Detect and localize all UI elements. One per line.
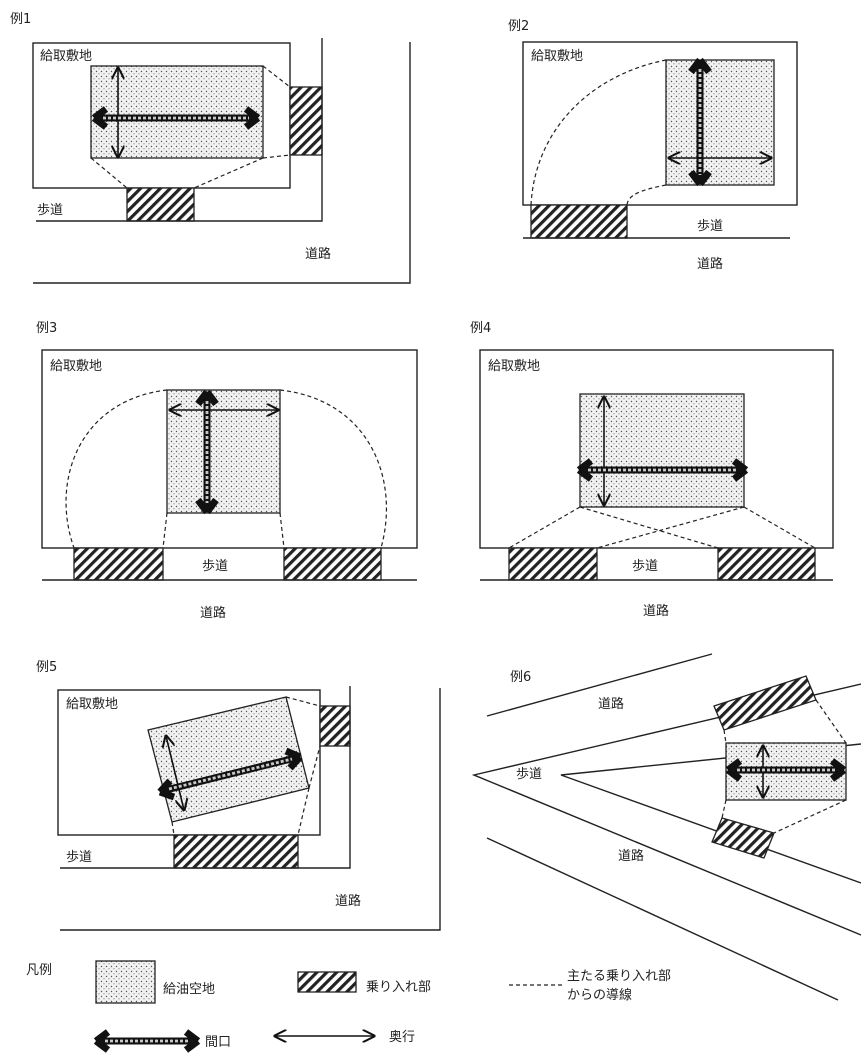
example-5-sidewalk-edge xyxy=(60,686,351,869)
example-4-frontage-arrow xyxy=(576,458,749,482)
example-5: 例5 給取敷地 歩道 道路 xyxy=(36,660,441,931)
example-2-site-label: 給取敷地 xyxy=(531,49,583,64)
example-3-frontage-arrow xyxy=(195,389,219,515)
example-2-sidewalk-label: 歩道 xyxy=(697,219,723,234)
example-3: 例3 給取敷地 歩道 道路 xyxy=(36,321,418,621)
example-5-entrance-bottom xyxy=(173,834,299,869)
example-4: 例4 給取敷地 歩道 道路 xyxy=(470,321,834,619)
example-1-road-edge xyxy=(33,42,411,284)
example-4-title: 例4 xyxy=(470,321,491,336)
legend-refuel-area-swatch xyxy=(95,960,156,1004)
example-1-route-lines xyxy=(90,65,291,189)
example-2-entrance xyxy=(530,204,628,239)
example-1: 例1 給取敷地 歩道 道路 xyxy=(10,12,411,284)
legend-frontage-label: 間口 xyxy=(205,1035,231,1050)
example-6-entrance-top xyxy=(713,675,817,731)
example-2-refuel-area xyxy=(665,59,775,186)
legend-title: 凡例 xyxy=(26,963,52,978)
example-1-road-label: 道路 xyxy=(305,246,331,262)
example-3-site-boundary xyxy=(41,349,418,549)
example-5-road-edge xyxy=(60,688,441,931)
legend-entrance-swatch xyxy=(297,971,357,993)
example-1-site-label: 給取敷地 xyxy=(40,49,92,64)
example-3-sidewalk-label: 歩道 xyxy=(202,559,228,574)
example-3-entrance-left xyxy=(73,547,164,581)
example-5-site-label: 給取敷地 xyxy=(66,697,118,712)
example-1-entrance-bottom xyxy=(126,187,195,222)
legend-depth-label: 奥行 xyxy=(389,1030,415,1045)
example-3-site-label: 給取敷地 xyxy=(50,359,102,374)
example-1-entrance-right xyxy=(289,86,323,156)
example-2-site-boundary xyxy=(522,41,798,206)
example-2-title: 例2 xyxy=(508,19,529,34)
example-4-entrance-right xyxy=(717,547,816,581)
example-3-route-lines xyxy=(65,389,388,549)
example-5-sidewalk-label: 歩道 xyxy=(66,850,92,865)
example-6-road-line-top xyxy=(486,653,713,717)
example-3-title: 例3 xyxy=(36,321,57,336)
example-6-entrance-bottom xyxy=(711,817,775,859)
example-5-entrance-right xyxy=(319,705,351,747)
example-6-road-label-bottom: 道路 xyxy=(618,848,644,864)
example-6: 例6 道路 歩道 道路 xyxy=(471,653,861,1001)
example-4-road-label: 道路 xyxy=(643,603,669,619)
example-4-site-label: 給取敷地 xyxy=(488,359,540,374)
example-1-sidewalk-label: 歩道 xyxy=(37,203,63,218)
example-1-sidewalk-edge xyxy=(36,38,323,222)
example-6-sidewalk-label: 歩道 xyxy=(516,767,542,782)
example-5-frontage-arrow xyxy=(157,747,303,801)
example-3-entrance-right xyxy=(283,547,382,581)
example-1-title: 例1 xyxy=(10,12,31,27)
example-3-road-label: 道路 xyxy=(200,605,226,621)
legend-route-line2: からの導線 xyxy=(567,987,632,1003)
legend-refuel-area-label: 給油空地 xyxy=(163,982,215,997)
legend: 凡例 給油空地 乗り入れ部 主たる乗り入れ部 からの導線 間口 奥行 xyxy=(26,960,671,1053)
example-6-frontage-arrow xyxy=(725,758,847,782)
legend-frontage-arrow xyxy=(93,1029,201,1053)
example-6-road-label-top: 道路 xyxy=(598,696,624,712)
example-5-depth-arrow xyxy=(166,736,184,810)
example-4-route-lines xyxy=(508,506,816,549)
example-1-refuel-area xyxy=(90,65,264,159)
example-6-title: 例6 xyxy=(510,670,531,685)
example-1-frontage-arrow xyxy=(91,106,261,130)
example-5-road-label: 道路 xyxy=(335,893,361,909)
example-2: 例2 給取敷地 歩道 道路 xyxy=(508,19,798,272)
example-4-entrance-left xyxy=(508,547,598,581)
example-6-road-line-bottom xyxy=(486,837,839,1001)
example-5-title: 例5 xyxy=(36,660,57,675)
example-2-route-lines xyxy=(530,59,667,206)
example-2-frontage-arrow xyxy=(688,57,712,187)
example-6-sidewalk-outer xyxy=(471,683,861,936)
example-4-sidewalk-label: 歩道 xyxy=(632,559,658,574)
example-4-site-boundary xyxy=(479,349,834,549)
example-5-route-lines xyxy=(171,696,321,836)
example-3-refuel-area xyxy=(166,389,281,514)
legend-entrance-label: 乗り入れ部 xyxy=(366,980,431,995)
legend-route-line1: 主たる乗り入れ部 xyxy=(567,969,671,984)
example-2-road-label: 道路 xyxy=(697,256,723,272)
